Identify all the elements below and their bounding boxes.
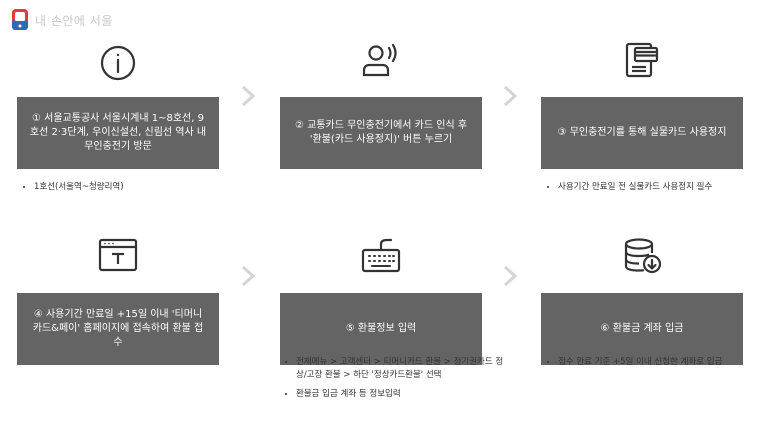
step-3-note: 사용기간 만료일 전 실물카드 사용정지 필수 <box>558 181 760 194</box>
seoul-logo-icon <box>10 8 30 32</box>
step-2-text: ② 교통카드 무인충전기에서 카드 인식 후 '환불(카드 사용정지)' 버튼 … <box>294 120 468 145</box>
step-1-text: ① 서울교통공사 서울시계내 1~8호선, 9호선 2·3단계, 우이신설선, … <box>29 113 207 152</box>
keyboard-icon <box>360 237 402 279</box>
step-6-box: ⑥ 환불금 계좌 입금 <box>541 293 743 365</box>
step-4-box: ④ 사용기간 만료일 +15일 이내 '티머니 카드&페이' 홈페이지에 접속하… <box>17 293 219 365</box>
step-5-note: 환불금 입금 계좌 등 정보입력 <box>296 388 506 401</box>
chevron-right-icon <box>238 264 258 292</box>
step-1-note: 1호선(서울역~청량리역) <box>34 181 234 194</box>
chevron-right-icon <box>500 84 520 112</box>
step-4-text: ④ 사용기간 만료일 +15일 이내 '티머니 카드&페이' 홈페이지에 접속하… <box>32 309 204 348</box>
step-6-text: ⑥ 환불금 계좌 입금 <box>600 323 684 334</box>
step-1-notes: 1호선(서울역~청량리역) <box>20 181 234 200</box>
step-5-notes: 전체메뉴 > 고객센터 > 티머니카드 환불 > 정기권카드 정상/고장 환불 … <box>282 356 506 407</box>
chevron-right-icon <box>238 84 258 112</box>
browser-window-icon <box>97 237 139 277</box>
logo-text: 내 손안에 서울 <box>35 13 113 28</box>
step-2-box: ② 교통카드 무인충전기에서 카드 인식 후 '환불(카드 사용정지)' 버튼 … <box>280 97 482 169</box>
database-download-icon <box>622 236 664 280</box>
voice-user-icon <box>360 42 402 84</box>
step-6-notes: 접수 완료 기준 +5일 이내 신청한 계좌로 입금 <box>544 356 760 375</box>
info-icon <box>99 44 137 86</box>
step-1-box: ① 서울교통공사 서울시계내 1~8호선, 9호선 2·3단계, 우이신설선, … <box>17 97 219 169</box>
chevron-right-icon <box>500 264 520 292</box>
step-3-box: ③ 무인충전기를 통해 실물카드 사용정지 <box>541 97 743 169</box>
step-6-note: 접수 완료 기준 +5일 이내 신청한 계좌로 입금 <box>558 356 760 369</box>
seoul-logo: 내 손안에 서울 <box>10 8 113 32</box>
step-3-text: ③ 무인충전기를 통해 실물카드 사용정지 <box>557 127 727 138</box>
step-5-note: 전체메뉴 > 고객센터 > 티머니카드 환불 > 정기권카드 정상/고장 환불 … <box>296 356 506 382</box>
step-5-box: ⑤ 환불정보 입력 <box>280 293 482 365</box>
step-3-notes: 사용기간 만료일 전 실물카드 사용정지 필수 <box>544 181 760 200</box>
card-device-icon <box>621 40 663 84</box>
step-5-text: ⑤ 환불정보 입력 <box>345 323 417 334</box>
